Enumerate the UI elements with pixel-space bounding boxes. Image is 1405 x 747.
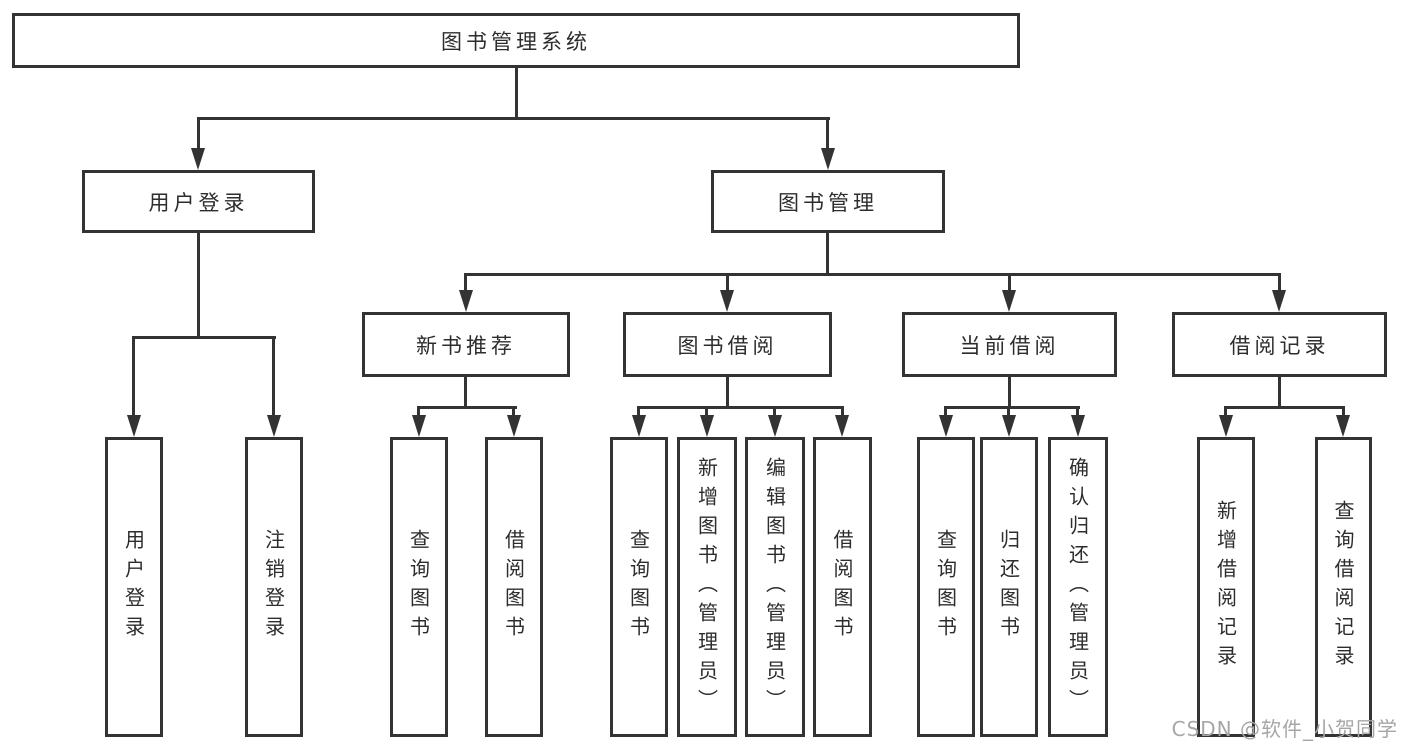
connector-to-leaf-login bbox=[132, 336, 135, 420]
arrowhead-new-books bbox=[459, 290, 473, 312]
connector-cb-leaf3 bbox=[1076, 406, 1079, 418]
connector-bb-leaf2 bbox=[705, 406, 708, 418]
arrowhead-cb-leaf1 bbox=[939, 415, 953, 437]
node-borrow-records: 借阅记录 bbox=[1172, 312, 1387, 377]
connector-level3-rail bbox=[464, 273, 1281, 276]
connector-user-login-rail bbox=[132, 336, 276, 339]
leaf-query-books-current: 查询图书 bbox=[917, 437, 975, 737]
leaf-add-borrow-record: 新增借阅记录 bbox=[1197, 437, 1255, 737]
connector-bb-leaf4 bbox=[841, 406, 844, 418]
connector-current-borrow-stem bbox=[1008, 377, 1011, 406]
connector-to-book-mgmt bbox=[826, 117, 829, 150]
node-book-borrow: 图书借阅 bbox=[623, 312, 832, 377]
connector-bb-leaf3 bbox=[773, 406, 776, 418]
leaf-borrow-books: 借阅图书 bbox=[813, 437, 872, 737]
node-user-login: 用户登录 bbox=[82, 170, 315, 233]
connector-cb-leaf1 bbox=[944, 406, 947, 418]
connector-to-leaf-logout bbox=[272, 336, 275, 420]
connector-level2-rail bbox=[197, 117, 830, 120]
connector-new-books-rail bbox=[417, 406, 517, 409]
arrowhead-bb-leaf1 bbox=[632, 415, 646, 437]
arrowhead-br-leaf2 bbox=[1336, 415, 1350, 437]
arrowhead-br-leaf1 bbox=[1219, 415, 1233, 437]
arrowhead-nb-leaf1 bbox=[412, 415, 426, 437]
node-current-borrow: 当前借阅 bbox=[902, 312, 1117, 377]
connector-br-leaf1 bbox=[1224, 406, 1227, 418]
connector-user-login-stem bbox=[197, 233, 200, 336]
leaf-return-books: 归还图书 bbox=[980, 437, 1038, 737]
arrowhead-current-borrow bbox=[1002, 290, 1016, 312]
node-root: 图书管理系统 bbox=[12, 13, 1020, 68]
arrowhead-book-borrow bbox=[720, 290, 734, 312]
arrowhead-borrow-records bbox=[1272, 290, 1286, 312]
watermark: CSDN @软件_小贺同学 bbox=[1171, 717, 1398, 741]
connector-bb-leaf1 bbox=[637, 406, 640, 418]
arrowhead-leaf-login bbox=[127, 415, 141, 437]
connector-to-user-login bbox=[197, 117, 200, 150]
node-new-book-recommend: 新书推荐 bbox=[362, 312, 570, 377]
connector-book-borrow-rail bbox=[637, 406, 844, 409]
arrowhead-leaf-logout bbox=[267, 415, 281, 437]
connector-br-leaf2 bbox=[1342, 406, 1345, 418]
leaf-confirm-return-admin: 确认归还（管理员） bbox=[1048, 437, 1108, 737]
connector-nb-leaf2 bbox=[512, 406, 515, 418]
leaf-add-books-admin: 新增图书（管理员） bbox=[677, 437, 737, 737]
leaf-query-borrow-record: 查询借阅记录 bbox=[1315, 437, 1372, 737]
arrowhead-cb-leaf3 bbox=[1071, 415, 1085, 437]
connector-book-mgmt-stem bbox=[826, 233, 829, 273]
arrowhead-bb-leaf4 bbox=[835, 415, 849, 437]
connector-to-current-borrow bbox=[1008, 273, 1011, 295]
connector-new-books-stem bbox=[464, 377, 467, 406]
arrowhead-cb-leaf2 bbox=[1002, 415, 1016, 437]
arrowhead-user-login bbox=[191, 148, 205, 170]
node-book-management: 图书管理 bbox=[711, 170, 945, 233]
connector-cb-leaf2 bbox=[1007, 406, 1010, 418]
connector-nb-leaf1 bbox=[417, 406, 420, 418]
connector-to-borrow-records bbox=[1278, 273, 1281, 295]
arrowhead-nb-leaf2 bbox=[507, 415, 521, 437]
leaf-borrow-books-recommend: 借阅图书 bbox=[485, 437, 543, 737]
leaf-user-login: 用户登录 bbox=[105, 437, 163, 737]
connector-to-new-books bbox=[464, 273, 467, 295]
connector-borrow-records-stem bbox=[1278, 377, 1281, 406]
connector-book-borrow-stem bbox=[726, 377, 729, 406]
arrowhead-bb-leaf2 bbox=[700, 415, 714, 437]
connector-to-book-borrow bbox=[726, 273, 729, 295]
leaf-query-books-recommend: 查询图书 bbox=[390, 437, 448, 737]
leaf-logout: 注销登录 bbox=[245, 437, 303, 737]
arrowhead-book-mgmt bbox=[821, 148, 835, 170]
leaf-query-books-borrow: 查询图书 bbox=[610, 437, 668, 737]
connector-current-borrow-rail bbox=[944, 406, 1080, 409]
connector-root-stem bbox=[515, 68, 518, 117]
connector-borrow-records-rail bbox=[1224, 406, 1345, 409]
arrowhead-bb-leaf3 bbox=[768, 415, 782, 437]
leaf-edit-books-admin: 编辑图书（管理员） bbox=[745, 437, 805, 737]
